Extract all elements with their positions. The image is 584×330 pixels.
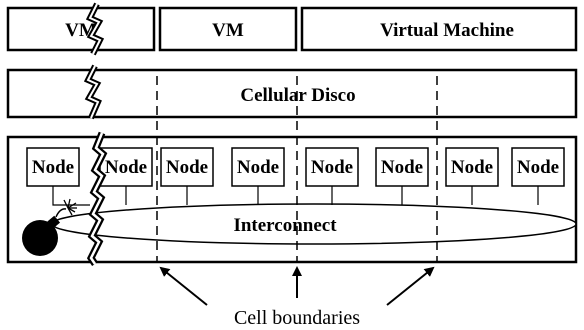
vm-label-2: VM (212, 20, 244, 41)
arrow-right (386, 266, 435, 306)
node-label: Node (166, 157, 208, 178)
node-label: Node (105, 157, 147, 178)
cell-boundaries-caption: Cell boundaries (234, 307, 360, 329)
boundary-arrows (159, 266, 435, 306)
node-label: Node (32, 157, 74, 178)
vm-box-large (300, 6, 578, 52)
hardware-layer: Interconnect Node Node Node Node (6, 135, 578, 264)
cellular-disco-box (6, 68, 578, 119)
cellular-disco-layer: Cellular Disco (6, 68, 578, 119)
node-label: Node (381, 157, 423, 178)
arrow-left (159, 266, 208, 306)
bomb-icon (22, 198, 77, 256)
vm-box-2 (158, 6, 298, 52)
virtual-machine-label: Virtual Machine (380, 20, 514, 41)
node-2: Node (99, 147, 153, 187)
fault-crack-icon (83, 2, 108, 266)
node-1: Node (26, 147, 80, 187)
interconnect-label: Interconnect (233, 215, 337, 236)
cell-boundary-lines (156, 76, 438, 262)
node-6: Node (375, 147, 429, 187)
vm-row: VM VM Virtual Machine (6, 6, 578, 52)
node-label: Node (517, 157, 559, 178)
node-4: Node (231, 147, 285, 187)
node-8: Node (511, 147, 565, 187)
node-label: Node (451, 157, 493, 178)
node-5: Node (305, 147, 359, 187)
vm-box-1 (6, 6, 156, 52)
node-7: Node (445, 147, 499, 187)
node-label: Node (237, 157, 279, 178)
cellular-disco-label: Cellular Disco (240, 85, 355, 106)
node-wires (52, 186, 539, 206)
node-label: Node (311, 157, 353, 178)
node-3: Node (160, 147, 214, 187)
